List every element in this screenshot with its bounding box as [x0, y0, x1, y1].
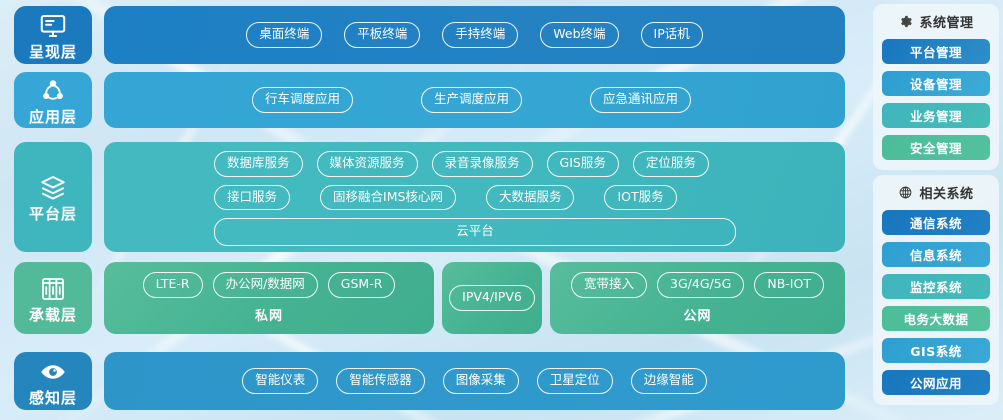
layer-label: 感知层: [28, 388, 77, 407]
service-chip[interactable]: 数据库服务: [214, 151, 303, 177]
terminal-chip[interactable]: 桌面终端: [246, 22, 323, 48]
sensing-chip[interactable]: 卫星定位: [536, 368, 613, 394]
sidebar-panel-system-management: 系统管理 平台管理设备管理业务管理安全管理: [873, 4, 999, 170]
terminal-chip[interactable]: 平板终端: [344, 22, 421, 48]
bearing-block-label: 私网: [254, 308, 283, 324]
globe-icon: [898, 185, 913, 200]
server-rack-icon: [38, 274, 68, 304]
layer-label: 承载层: [28, 305, 77, 324]
layer-label: 平台层: [28, 204, 77, 223]
layer-panel-presentation: 桌面终端平板终端手持终端 Web终端 IP话机: [104, 6, 845, 64]
sidebar-title: 相关系统: [919, 187, 974, 202]
layer-panel-platform: 数据库服务媒体资源服务录音录像服务 GIS服务定位服务 接口服务 固移融合IMS核心…: [104, 142, 845, 252]
eye-icon: [38, 357, 68, 387]
network-nodes-icon: [38, 76, 68, 106]
service-chip[interactable]: 定位服务: [632, 151, 709, 177]
system-management-button-2[interactable]: 设备管理: [882, 71, 990, 96]
bearing-block-3: 宽带接入 3G/4G/5G NB-IOT 公网: [550, 262, 845, 334]
layers-stack-icon: [38, 173, 68, 203]
service-chip[interactable]: 接口服务: [214, 184, 291, 210]
layer-label: 应用层: [28, 107, 77, 126]
related-system-button-2[interactable]: 信息系统: [882, 242, 990, 267]
sidebar-header-system-management: 系统管理: [882, 12, 990, 31]
bearing-chip-row: 宽带接入 3G/4G/5G NB-IOT: [571, 272, 824, 298]
service-chip[interactable]: GIS服务: [546, 151, 619, 177]
service-chip[interactable]: 媒体资源服务: [316, 151, 418, 177]
layer-badge-presentation[interactable]: 呈现层: [14, 6, 92, 64]
service-chip[interactable]: 固移融合IMS核心网: [320, 184, 456, 210]
bearing-block-label: 公网: [683, 308, 712, 324]
layer-badge-platform[interactable]: 平台层: [14, 142, 92, 252]
system-management-button-1[interactable]: 平台管理: [882, 39, 990, 64]
system-management-button-3[interactable]: 业务管理: [882, 103, 990, 128]
sidebar-panel-related-systems: 相关系统 通信系统信息系统监控系统电务大数据 GIS系统公网应用: [873, 175, 999, 405]
bearing-block-1: LTE-R 办公网/数据网 GSM-R 私网: [104, 262, 434, 334]
network-chip[interactable]: 3G/4G/5G: [657, 272, 745, 298]
service-chip[interactable]: 大数据服务: [485, 184, 575, 210]
sidebar-title: 系统管理: [919, 16, 974, 31]
gear-icon: [898, 14, 913, 29]
layer-label: 呈现层: [28, 42, 77, 61]
related-system-button-5[interactable]: GIS系统: [882, 338, 990, 363]
network-chip[interactable]: LTE-R: [142, 272, 203, 298]
layer-badge-application[interactable]: 应用层: [14, 72, 92, 128]
network-chip[interactable]: 办公网/数据网: [212, 272, 318, 298]
cloud-platform-chip[interactable]: 云平台: [214, 218, 736, 246]
terminal-chip[interactable]: IP话机: [640, 22, 703, 48]
bearing-chip-row: LTE-R 办公网/数据网 GSM-R: [142, 272, 396, 298]
sensing-chip[interactable]: 边缘智能: [630, 368, 707, 394]
sensing-chip[interactable]: 智能传感器: [336, 368, 425, 394]
layer-panel-application: 行车调度应用 生产调度应用 应急通讯应用: [104, 72, 845, 128]
service-chip[interactable]: IOT服务: [604, 184, 677, 210]
terminal-chip[interactable]: 手持终端: [442, 22, 519, 48]
bearing-block-2: IPV4/IPV6: [442, 262, 542, 334]
terminal-chip[interactable]: Web终端: [540, 22, 619, 48]
related-system-button-1[interactable]: 通信系统: [882, 210, 990, 235]
sidebar-header-related-systems: 相关系统: [882, 183, 990, 202]
system-management-button-4[interactable]: 安全管理: [882, 135, 990, 160]
sensing-chip[interactable]: 智能仪表: [242, 368, 319, 394]
application-chip[interactable]: 应急通讯应用: [590, 87, 692, 113]
network-chip[interactable]: NB-IOT: [754, 272, 824, 298]
layer-panel-perception: 智能仪表智能传感器图像采集卫星定位边缘智能: [104, 352, 845, 410]
bearing-chip-row: IPV4/IPV6: [449, 285, 535, 311]
monitor-icon: [38, 11, 68, 41]
sensing-chip[interactable]: 图像采集: [442, 368, 519, 394]
layer-badge-bearing[interactable]: 承载层: [14, 262, 92, 334]
related-system-button-3[interactable]: 监控系统: [882, 274, 990, 299]
related-system-button-6[interactable]: 公网应用: [882, 370, 990, 395]
layer-badge-perception[interactable]: 感知层: [14, 352, 92, 410]
related-system-button-4[interactable]: 电务大数据: [882, 306, 990, 331]
network-chip[interactable]: GSM-R: [327, 272, 396, 298]
network-chip[interactable]: IPV4/IPV6: [449, 285, 535, 311]
application-chip[interactable]: 行车调度应用: [252, 87, 354, 113]
service-chip[interactable]: 录音录像服务: [431, 151, 533, 177]
network-chip[interactable]: 宽带接入: [571, 272, 648, 298]
application-chip[interactable]: 生产调度应用: [421, 87, 523, 113]
